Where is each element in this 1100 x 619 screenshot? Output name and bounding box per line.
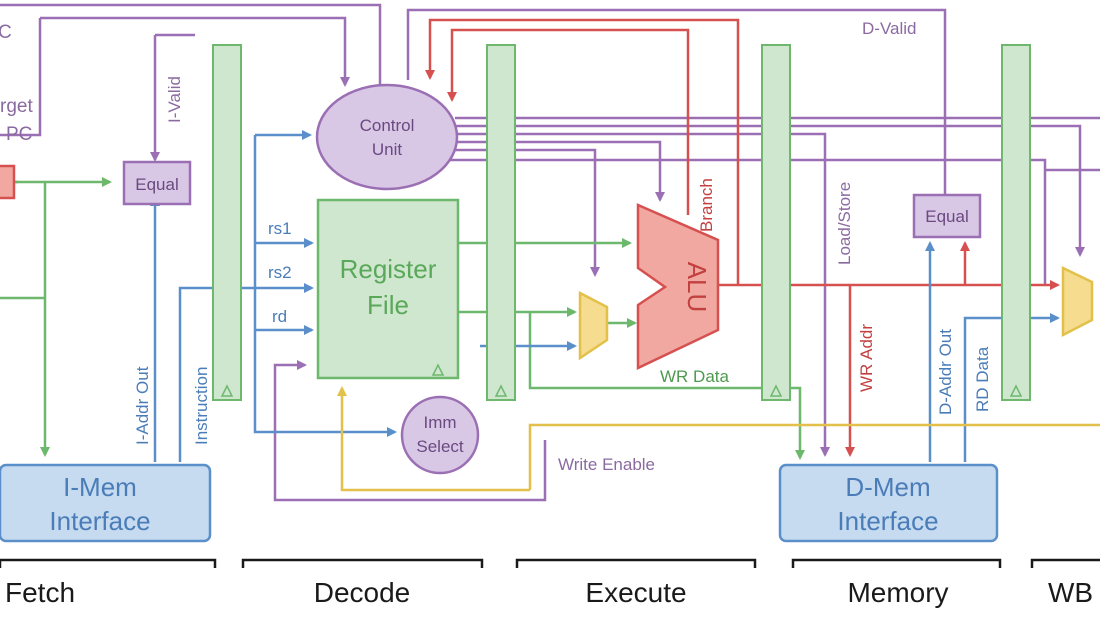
dmem-interface: D-Mem Interface [778,463,999,543]
signal-i-valid: I-Valid [165,76,184,123]
signal-load-store: Load/Store [835,182,854,265]
signal-target-label-1: rget [0,96,33,117]
stage-braces [0,558,1100,568]
signal-rs2: rs2 [268,263,292,282]
pipeline-register-id-ex [486,44,516,401]
imem-interface: I-Mem Interface [0,463,212,543]
control-unit: Control Unit [315,83,459,191]
register-file: Register File [316,198,460,380]
imm-select: Imm Select [400,395,480,475]
imm-select-label-2: Select [416,437,464,456]
signal-instruction: Instruction [192,367,211,445]
dmem-label-2: Interface [837,506,938,536]
register-file-label-2: File [367,290,409,320]
signal-rs1: rs1 [268,219,292,238]
register-file-label-1: Register [340,254,437,284]
equal-fetch-label: Equal [135,175,178,194]
signal-target-label-2: PC [6,124,32,145]
equal-memory: Equal [912,193,982,239]
signal-rd: rd [272,307,287,326]
imem-label-2: Interface [49,506,150,536]
signal-branch: Branch [697,178,716,232]
mux-writeback [1061,266,1094,338]
equal-fetch: Equal [122,160,192,206]
pipeline-register-ex-mem [761,44,791,401]
mux-execute [578,290,609,361]
imem-label-1: I-Mem [63,472,137,502]
alu-label: ALU [682,262,712,313]
signal-i-addr-out: I-Addr Out [133,366,152,445]
control-unit-label-1: Control [360,116,415,135]
signal-d-addr-out: D-Addr Out [936,329,955,415]
stage-wb: WB [1048,577,1093,608]
signal-labels: C rget PC I-Valid I-Addr Out Instruction… [0,19,992,474]
imm-select-label-1: Imm [423,413,456,432]
signal-write-enable: Write Enable [558,455,655,474]
stage-decode: Decode [314,577,411,608]
signal-wr-addr: WR Addr [857,324,876,392]
stage-fetch: Fetch [5,577,75,608]
stage-memory: Memory [847,577,948,608]
pc-mux-partial [0,164,16,200]
pipeline-register-mem-wb [1001,44,1031,401]
signal-rd-data: RD Data [973,346,992,412]
stage-execute: Execute [585,577,686,608]
signal-top-left-c: C [0,22,12,43]
stage-labels: Fetch Decode Execute Memory WB [5,577,1093,608]
dmem-label-1: D-Mem [845,472,930,502]
pipeline-register-if-id [212,44,242,401]
pipeline-registers [212,44,1031,401]
signal-d-valid: D-Valid [862,19,916,38]
equal-memory-label: Equal [925,207,968,226]
signal-wr-data: WR Data [660,367,730,386]
alu: ALU [636,203,720,370]
yellow-wires [337,386,1100,492]
control-unit-label-2: Unit [372,140,403,159]
blue-wires [150,130,1060,462]
